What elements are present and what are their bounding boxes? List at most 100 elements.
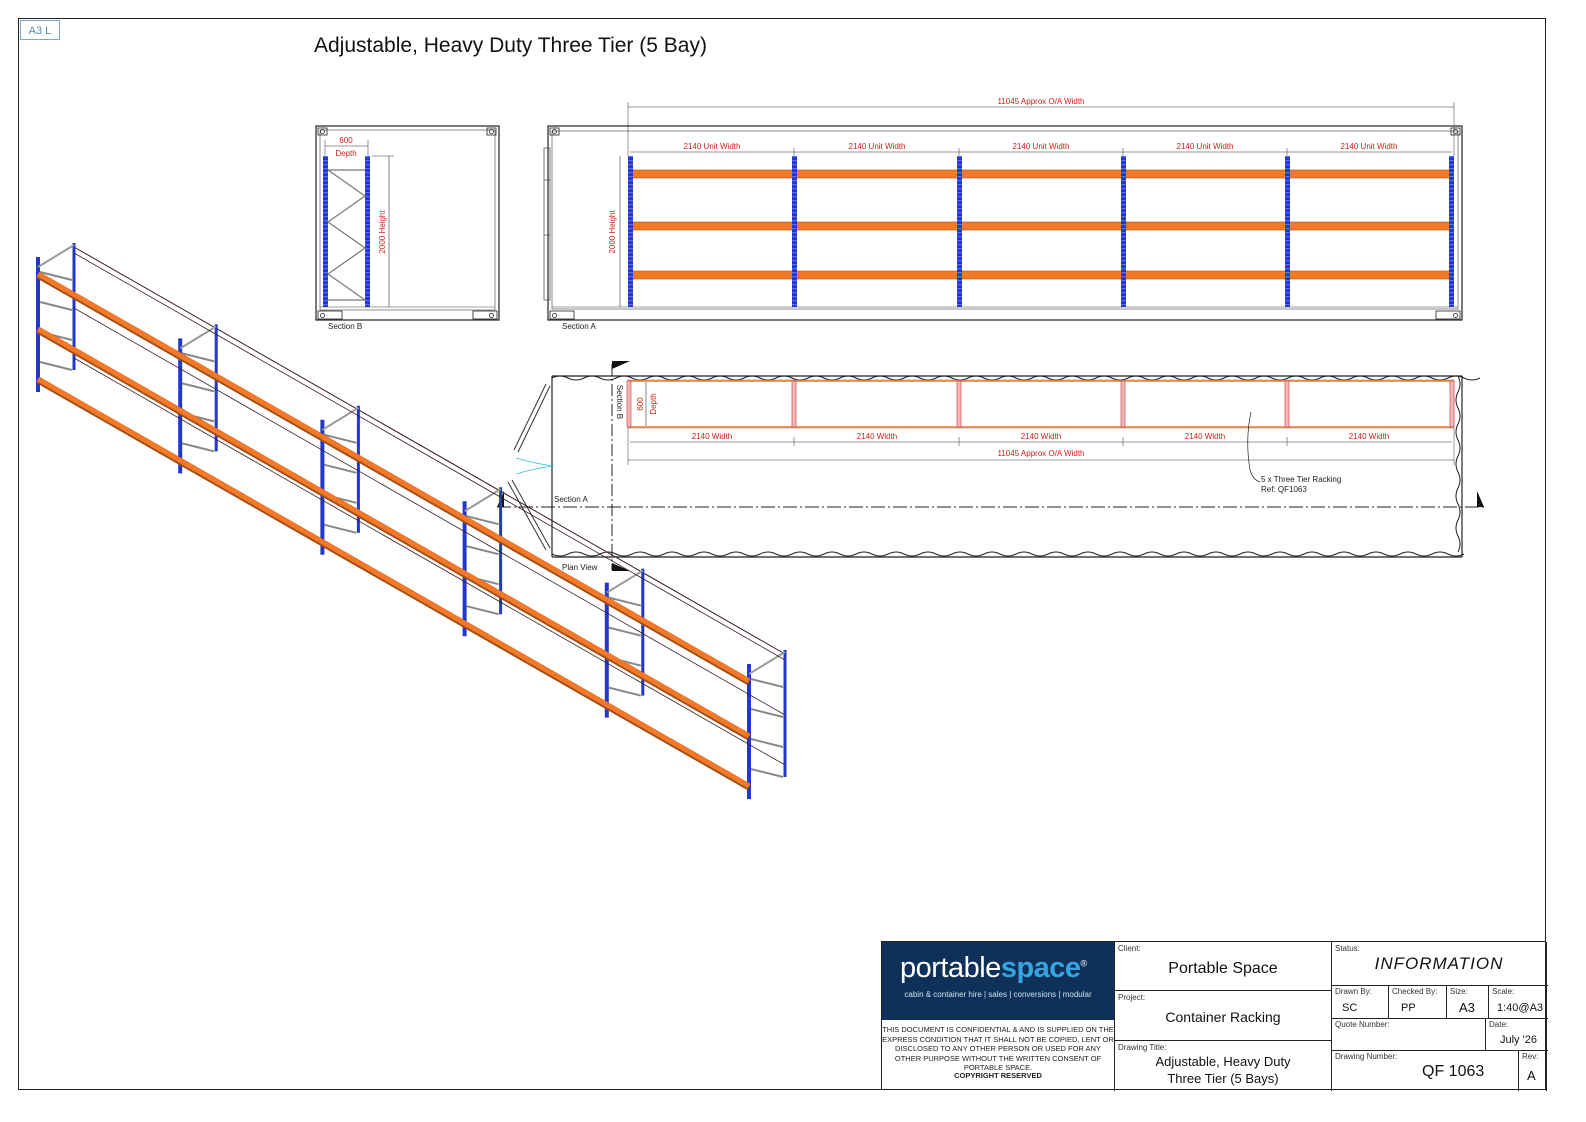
section-b-height-label: 2000 Height bbox=[378, 210, 387, 254]
iso-back-beam-edge bbox=[73, 307, 786, 716]
confidentiality-notice: THIS DOCUMENT IS CONFIDENTIAL & AND IS S… bbox=[882, 1025, 1114, 1072]
plan-width-2: 2140 Width bbox=[857, 432, 897, 441]
client-project-column: Client: Portable Space Project: Containe… bbox=[1114, 942, 1332, 1091]
plan-view-caption: Plan View bbox=[562, 563, 598, 572]
iso-frame-brace bbox=[750, 708, 784, 718]
checked-by-caption: Checked By: bbox=[1392, 987, 1438, 996]
drawing-sheet-border bbox=[18, 18, 1546, 1090]
iso-frame-brace bbox=[750, 738, 784, 748]
iso-frame-brace bbox=[39, 361, 73, 371]
checked-by-cell: Checked By: PP bbox=[1388, 985, 1447, 1018]
status-value: INFORMATION bbox=[1374, 954, 1504, 973]
plan-width-5: 2140 Width bbox=[1349, 432, 1389, 441]
iso-frame-brace bbox=[181, 442, 215, 453]
iso-frame-top bbox=[464, 488, 502, 513]
page-title: Adjustable, Heavy Duty Three Tier (5 Bay… bbox=[314, 34, 707, 57]
drawing-number-value: QF 1063 bbox=[1422, 1063, 1485, 1080]
iso-frame-top bbox=[321, 406, 359, 431]
copyright-notice: COPYRIGHT RESERVED bbox=[954, 1071, 1042, 1080]
scale-caption: Scale: bbox=[1492, 987, 1515, 996]
iso-frame-brace bbox=[466, 545, 499, 556]
iso-back-beam-edge bbox=[73, 252, 786, 661]
plan-view bbox=[497, 361, 1484, 571]
plan-overall-width: 11045 Approx O/A Width bbox=[997, 449, 1084, 458]
project-value: Container Racking bbox=[1165, 1009, 1281, 1025]
revision-value: A bbox=[1527, 1068, 1536, 1083]
section-a-unit-width-3: 2140 Unit Width bbox=[1013, 142, 1070, 151]
iso-frame-brace bbox=[466, 515, 499, 526]
section-a-unit-width-5: 2140 Unit Width bbox=[1341, 142, 1398, 151]
iso-frame-brace bbox=[324, 523, 357, 534]
section-b-view bbox=[315, 125, 500, 321]
drawing-title-line2: Three Tier (5 Bays) bbox=[1167, 1071, 1279, 1086]
iso-frame-brace bbox=[181, 352, 215, 363]
iso-back-top-edge bbox=[73, 246, 786, 655]
iso-frame-brace bbox=[750, 678, 784, 688]
section-a-unit-width-4: 2140 Unit Width bbox=[1177, 142, 1234, 151]
iso-frame-brace bbox=[750, 768, 784, 778]
size-cell: Size: A3 bbox=[1446, 985, 1489, 1018]
section-a-caption: Section A bbox=[562, 322, 596, 331]
revision-cell: Rev: A bbox=[1518, 1050, 1549, 1091]
logo-word-portable: portable bbox=[900, 952, 1001, 984]
logo-tagline: cabin & container hire | sales | convers… bbox=[904, 990, 1092, 999]
project-caption: Project: bbox=[1118, 993, 1146, 1002]
sheet-size-tag: A3 L bbox=[20, 20, 60, 40]
date-value: July '26 bbox=[1500, 1034, 1537, 1046]
plan-note-line1: 5 x Three Tier Racking bbox=[1261, 475, 1341, 484]
date-caption: Date: bbox=[1489, 1020, 1509, 1029]
iso-frame-brace bbox=[466, 605, 499, 616]
scale-value: 1:40@A3 bbox=[1497, 1002, 1544, 1014]
size-caption: Size: bbox=[1450, 987, 1468, 996]
section-a-unit-width-2: 2140 Unit Width bbox=[849, 142, 906, 151]
iso-back-beam-edge bbox=[73, 357, 786, 766]
iso-front-beam-face bbox=[36, 376, 751, 789]
section-b-caption: Section B bbox=[328, 322, 362, 331]
iso-frame-brace bbox=[181, 382, 215, 393]
date-cell: Date: July '26 bbox=[1485, 1018, 1549, 1050]
scale-cell: Scale: 1:40@A3 bbox=[1488, 985, 1549, 1018]
drawn-by-cell: Drawn By: SC bbox=[1332, 985, 1388, 1018]
iso-frame-brace bbox=[39, 301, 73, 311]
iso-frame-brace bbox=[324, 463, 357, 474]
plan-depth-value: 600 bbox=[636, 397, 645, 411]
status-caption: Status: bbox=[1335, 944, 1360, 953]
company-logo: portablespace® cabin & container hire | … bbox=[882, 942, 1114, 1020]
iso-frame-top bbox=[179, 325, 217, 350]
drawing-number-caption: Drawing Number: bbox=[1335, 1052, 1398, 1061]
iso-frame-brace bbox=[608, 626, 642, 637]
iso-frame-brace bbox=[39, 271, 73, 281]
plan-note-line2: Ref: QF1063 bbox=[1261, 485, 1307, 494]
plan-section-b-marker: Section B bbox=[615, 385, 624, 419]
iso-front-beam-face bbox=[36, 271, 751, 684]
checked-by-value: PP bbox=[1401, 1002, 1416, 1014]
drawing-number-cell: Drawing Number: QF 1063 bbox=[1332, 1050, 1518, 1091]
section-a-height-label: 2000 Height bbox=[608, 210, 617, 254]
plan-width-4: 2140 Width bbox=[1185, 432, 1225, 441]
drawing-title-caption: Drawing Title: bbox=[1118, 1043, 1167, 1052]
iso-frame-brace bbox=[324, 433, 357, 444]
plan-width-3: 2140 Width bbox=[1021, 432, 1061, 441]
quote-number-caption: Quote Number: bbox=[1335, 1020, 1390, 1029]
revision-caption: Rev: bbox=[1522, 1052, 1539, 1061]
status-column: Status: INFORMATION Drawn By: SC Checked… bbox=[1331, 942, 1549, 1091]
plan-width-1: 2140 Width bbox=[692, 432, 732, 441]
title-block: portablespace® cabin & container hire | … bbox=[881, 941, 1549, 1091]
section-a-view bbox=[543, 102, 1463, 321]
drawing-title-line1: Adjustable, Heavy Duty bbox=[1155, 1054, 1291, 1069]
iso-frame-brace bbox=[608, 596, 642, 607]
drawn-by-caption: Drawn By: bbox=[1335, 987, 1372, 996]
drawn-by-value: SC bbox=[1342, 1002, 1358, 1014]
iso-front-beam-face bbox=[36, 326, 751, 739]
section-b-depth-value: 600 bbox=[339, 136, 353, 145]
iso-frame-top bbox=[37, 244, 75, 268]
section-a-unit-width-1: 2140 Unit Width bbox=[684, 142, 741, 151]
quote-number-cell: Quote Number: bbox=[1332, 1018, 1485, 1050]
plan-depth-label: Depth bbox=[649, 393, 658, 414]
iso-frame-brace bbox=[608, 686, 642, 697]
section-b-depth-label: Depth bbox=[335, 149, 356, 158]
plan-section-a-marker: Section A bbox=[554, 495, 588, 504]
logo-registered-mark: ® bbox=[1080, 958, 1088, 969]
iso-frame-top bbox=[748, 651, 786, 675]
